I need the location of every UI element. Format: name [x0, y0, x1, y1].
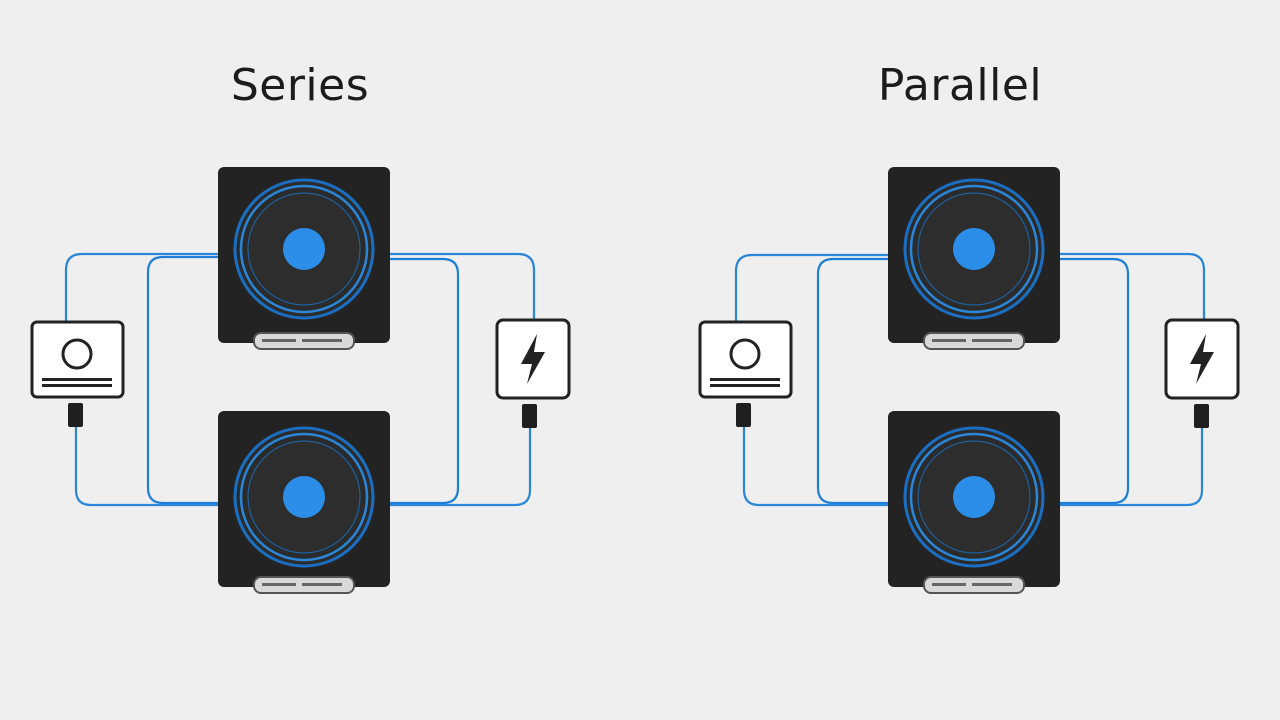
speaker-top [218, 167, 390, 350]
parallel-title: Parallel [877, 60, 1043, 111]
wire-left-inner [816, 257, 892, 505]
amplifier-device [698, 320, 793, 427]
wire-left-outer [64, 252, 222, 324]
speaker-top [888, 167, 1060, 350]
power-device [495, 318, 571, 428]
series-diagram [30, 167, 571, 594]
wire-right-bottom [388, 424, 532, 507]
wire-left-outer [734, 253, 892, 324]
parallel-wires [734, 252, 1206, 507]
speaker-bottom [218, 411, 390, 594]
amplifier-circle-icon [729, 338, 761, 370]
power-bolt-icon [1190, 334, 1214, 384]
speaker-bottom [888, 411, 1060, 594]
wire-left-bottom [742, 424, 892, 507]
speaker-cone-icon [283, 228, 325, 270]
parallel-panel: Parallel [640, 0, 1280, 720]
speaker-cone-icon [283, 476, 325, 518]
amplifier-circle-icon [61, 338, 93, 370]
wire-left-bottom [74, 424, 222, 507]
series-panel: Series [30, 60, 571, 594]
power-bolt-icon [521, 334, 545, 384]
wire-right-inner [1058, 257, 1130, 505]
wire-right-outer [388, 252, 536, 322]
wire-right-outer [1058, 252, 1206, 322]
wire-left-inner [146, 255, 222, 505]
wire-right-inner [388, 257, 460, 505]
speaker-cone-icon [953, 476, 995, 518]
speaker-cone-icon [953, 228, 995, 270]
parallel-diagram [698, 167, 1240, 594]
wire-right-bottom [1058, 424, 1204, 507]
power-device [1164, 318, 1240, 428]
series-wires [64, 252, 536, 507]
series-title: Series [230, 60, 370, 111]
amplifier-device [30, 320, 125, 427]
